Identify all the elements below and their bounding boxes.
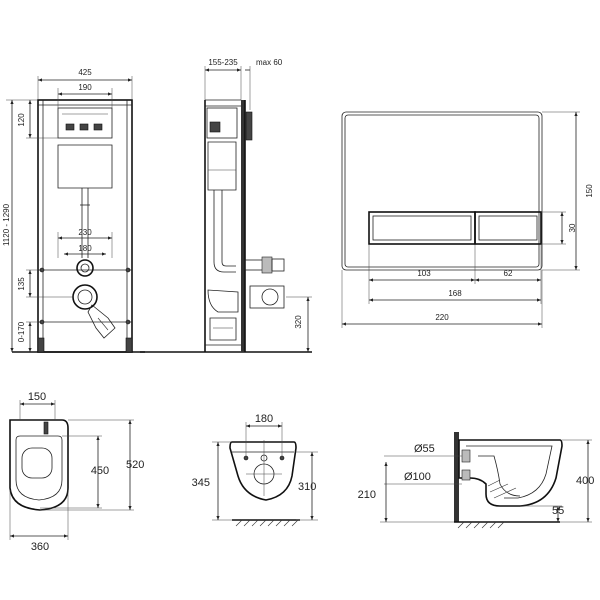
- dim-plate-width: 220: [435, 313, 449, 322]
- dim-total-length: 520: [126, 459, 144, 471]
- bowl-side-view: Ø55 Ø100 210 400 55: [358, 432, 594, 529]
- waste-outlet: [72, 284, 98, 310]
- bowl-back-view: 180 345 310: [192, 413, 318, 527]
- dim-bowl-top-width: 150: [28, 391, 46, 403]
- dim-bowl-back-width: 180: [255, 413, 273, 425]
- flush-button-left: [368, 211, 476, 245]
- dim-foot-range: 0-170: [17, 321, 26, 342]
- dim-plate-height: 150: [585, 184, 594, 198]
- flush-plate: [341, 111, 543, 271]
- flush-plate-view: 150 30 103 62 168 220: [341, 111, 594, 328]
- dim-bowl-back-height-right: 310: [298, 481, 316, 493]
- dim-depth-range: 155-235: [208, 58, 238, 67]
- dim-depth-max: max 60: [256, 58, 283, 67]
- flush-access-box: [57, 107, 113, 139]
- dim-right-button-width: 62: [504, 269, 513, 278]
- bowl-back-outline: [229, 441, 297, 501]
- dim-outlet-height: 135: [17, 277, 26, 291]
- dim-frame-height: 1120 - 1290: [2, 203, 11, 246]
- dim-floor-height: 210: [358, 489, 376, 501]
- dim-outlet-diameter: Ø100: [404, 471, 431, 483]
- dim-frame-width: 425: [78, 68, 92, 77]
- dim-pipe-spacing-inner: 180: [78, 244, 92, 253]
- dim-bowl-width: 360: [31, 541, 49, 553]
- dim-inlet-diameter: Ø55: [414, 443, 435, 455]
- dim-side-outlet-height: 320: [294, 315, 303, 329]
- dim-bottom-offset: 55: [552, 505, 564, 517]
- dim-button-height: 30: [568, 223, 577, 232]
- bowl-top-view: 150 450 520 360: [9, 391, 144, 553]
- bowl-outline: [9, 419, 69, 511]
- dim-top-height: 120: [17, 113, 26, 127]
- cistern: [57, 144, 113, 189]
- frame-outline: [37, 99, 133, 353]
- water-inlet: [76, 259, 94, 277]
- frame-side-view: 155-235 max 60 320: [140, 58, 312, 353]
- frame-front-view: 425 190 120 1120 - 1290 230 180 135 0-17…: [2, 68, 145, 353]
- bowl-seat-inner: [21, 447, 53, 479]
- dim-buttons-total: 168: [448, 289, 462, 298]
- bowl-section: [458, 439, 563, 507]
- flush-button-right: [474, 211, 542, 245]
- dim-bowl-total-height: 400: [576, 475, 594, 487]
- dim-top-width: 190: [78, 83, 92, 92]
- dim-seat-length: 450: [91, 465, 109, 477]
- dim-pipe-spacing-outer: 230: [78, 228, 92, 237]
- dim-bowl-back-height-left: 345: [192, 477, 210, 489]
- dim-left-button-width: 103: [417, 269, 431, 278]
